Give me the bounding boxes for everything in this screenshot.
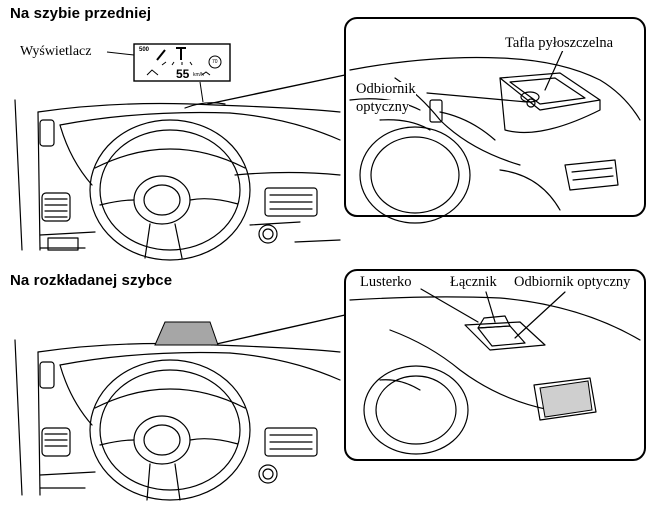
connector-label: Łącznik: [450, 274, 497, 290]
hud-speed-unit: km/h: [193, 72, 204, 78]
receiver-label-line2: optyczny: [356, 99, 410, 115]
hud-limit-value: 500: [139, 47, 150, 53]
receiver-label-line1: Odbiornik: [356, 81, 416, 97]
dust-cover-label: Tafla pyłoszczelna: [505, 35, 614, 51]
section-heading-combiner: Na rozkładanej szybce: [10, 272, 173, 289]
mirror-label: Lusterko: [360, 274, 412, 290]
hud-speed-value: 55: [176, 67, 190, 81]
section-heading-windshield: Na szybie przedniej: [10, 5, 152, 22]
optical-receiver-label: Odbiornik optyczny: [514, 274, 631, 290]
display-label: Wyświetlacz: [20, 44, 92, 59]
hud-speed-sign: 70: [212, 59, 218, 65]
